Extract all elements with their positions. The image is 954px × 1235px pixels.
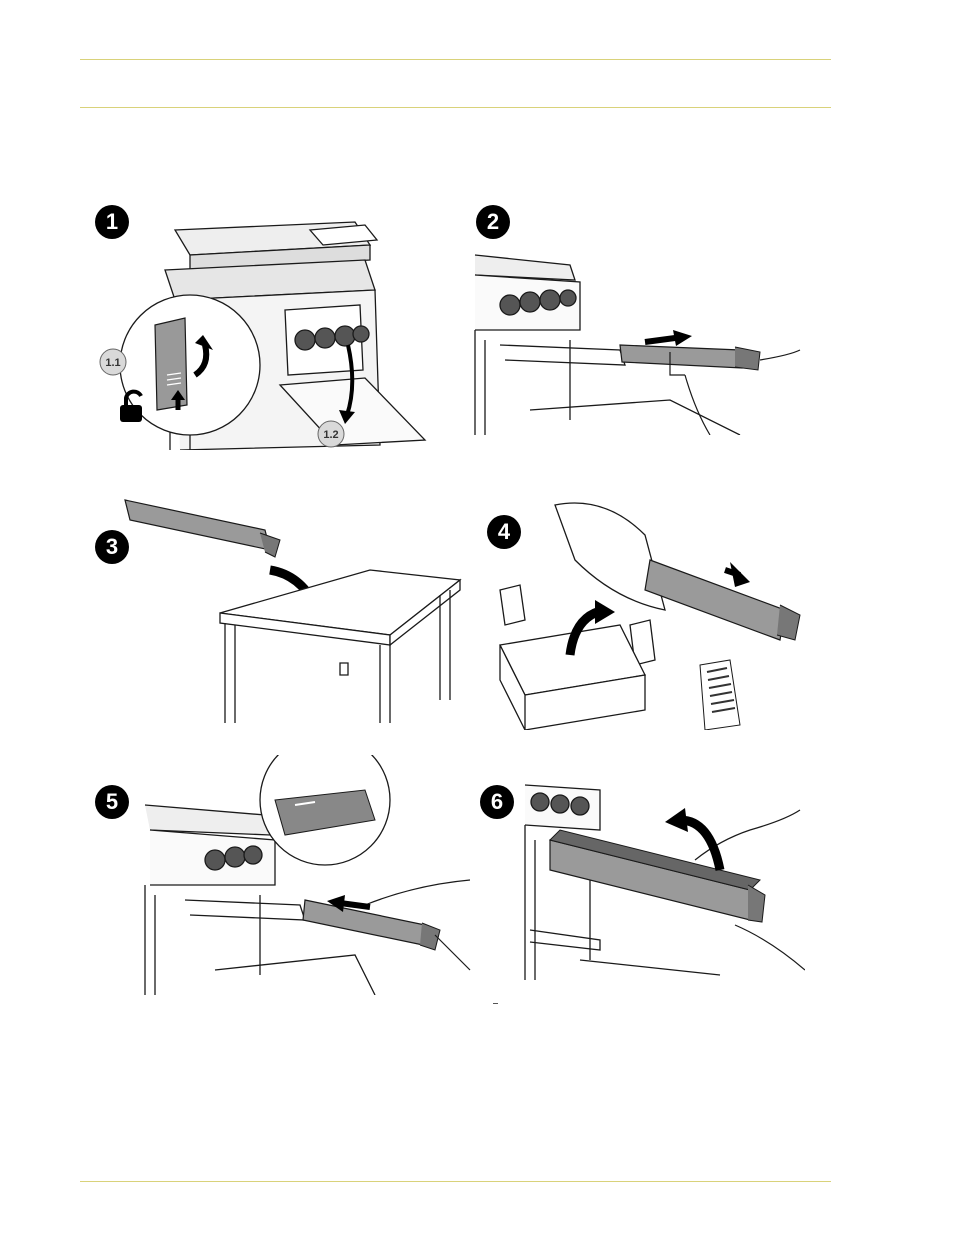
step-6-badge: 6	[480, 785, 514, 819]
copier-open-front-cover-drawing: 1.1 1.2	[95, 200, 435, 450]
step-4-illustration	[495, 500, 815, 730]
stray-mark	[493, 1003, 498, 1004]
instruction-sheet	[700, 660, 740, 730]
step-4-badge: 4	[487, 515, 521, 549]
footer-rule	[80, 1181, 831, 1182]
remove-protective-sheet-drawing	[520, 780, 805, 980]
remove-drum-cartridge-drawing	[470, 250, 810, 435]
place-cartridge-on-table-drawing	[120, 495, 465, 723]
step-6-illustration	[520, 780, 805, 980]
step-1-illustration: 1.1 1.2	[95, 200, 435, 450]
step-1-badge: 1	[95, 205, 129, 239]
step-5-illustration	[135, 755, 475, 995]
header-rule-top	[80, 59, 831, 60]
step-3-badge: 3	[95, 530, 129, 564]
callout-1-1: 1.1	[105, 357, 120, 369]
step-2-illustration	[470, 250, 810, 435]
insert-new-cartridge-drawing	[135, 755, 475, 995]
unpack-new-cartridge-drawing	[495, 500, 815, 730]
step-5-badge: 5	[95, 785, 129, 819]
header-rule-bottom	[80, 107, 831, 108]
step-2-badge: 2	[476, 205, 510, 239]
step-3-illustration	[120, 495, 465, 723]
callout-1-2: 1.2	[323, 429, 338, 441]
